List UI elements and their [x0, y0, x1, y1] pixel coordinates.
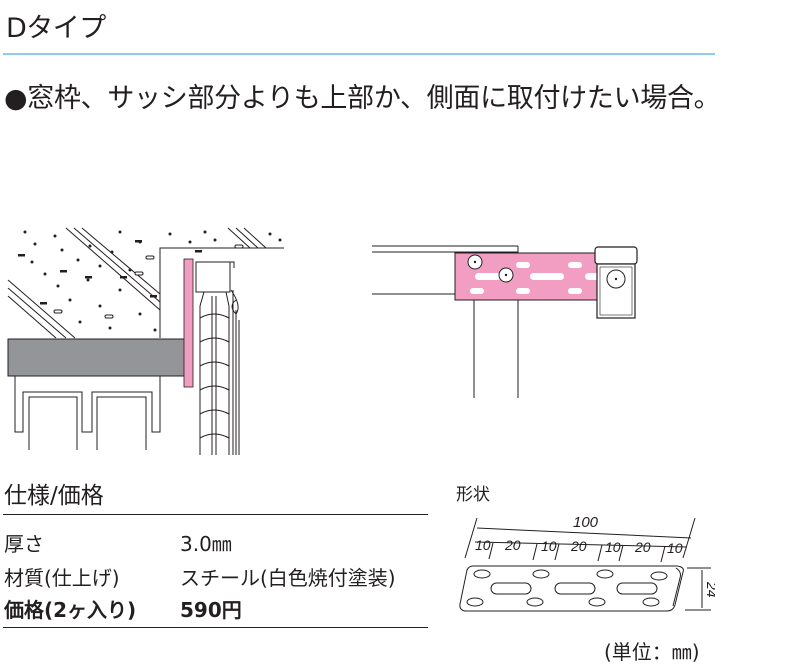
bracket-shape-drawing: 100 10 20 10 20 10 20 10 24 — [459, 514, 715, 612]
spec-row-thickness: 厚さ 3.0㎜ — [4, 528, 232, 557]
spec-label: 価格(2ヶ入り) — [4, 598, 137, 622]
dim-seg: 10 — [475, 537, 491, 553]
dim-seg: 20 — [504, 537, 521, 553]
dim-seg: 20 — [570, 538, 587, 554]
spec-value: スチール(白色焼付塗装) — [180, 566, 396, 590]
dim-seg: 10 — [605, 539, 621, 555]
dim-seg: 10 — [667, 540, 683, 556]
specs-title: 仕様/価格 — [4, 483, 104, 509]
top-view-illustration — [372, 245, 638, 398]
spec-value: 3.0㎜ — [180, 532, 232, 556]
dim-total: 100 — [573, 514, 599, 531]
spec-label: 厚さ — [4, 532, 44, 556]
spec-label: 材質(仕上げ) — [4, 566, 120, 590]
shape-title: 形状 — [456, 485, 490, 505]
specs-divider-bottom — [3, 627, 428, 628]
specs-divider-top — [3, 514, 428, 515]
spec-row-price: 価格(2ヶ入り) 590円 — [4, 594, 242, 623]
unit-note: (単位：㎜) — [604, 640, 700, 664]
page-title: Dタイプ — [6, 13, 106, 44]
dim-height: 24 — [704, 581, 715, 598]
spec-row-material: 材質(仕上げ) スチール(白色焼付塗装) — [4, 562, 396, 591]
side-view-illustration — [7, 227, 284, 455]
dim-seg: 10 — [541, 538, 557, 554]
dim-seg: 20 — [634, 539, 651, 555]
lead-text: ●窓枠、サッシ部分よりも上部か、側面に取付けたい場合。 — [4, 83, 721, 114]
spec-value: 590円 — [180, 598, 242, 622]
title-divider — [3, 53, 715, 55]
